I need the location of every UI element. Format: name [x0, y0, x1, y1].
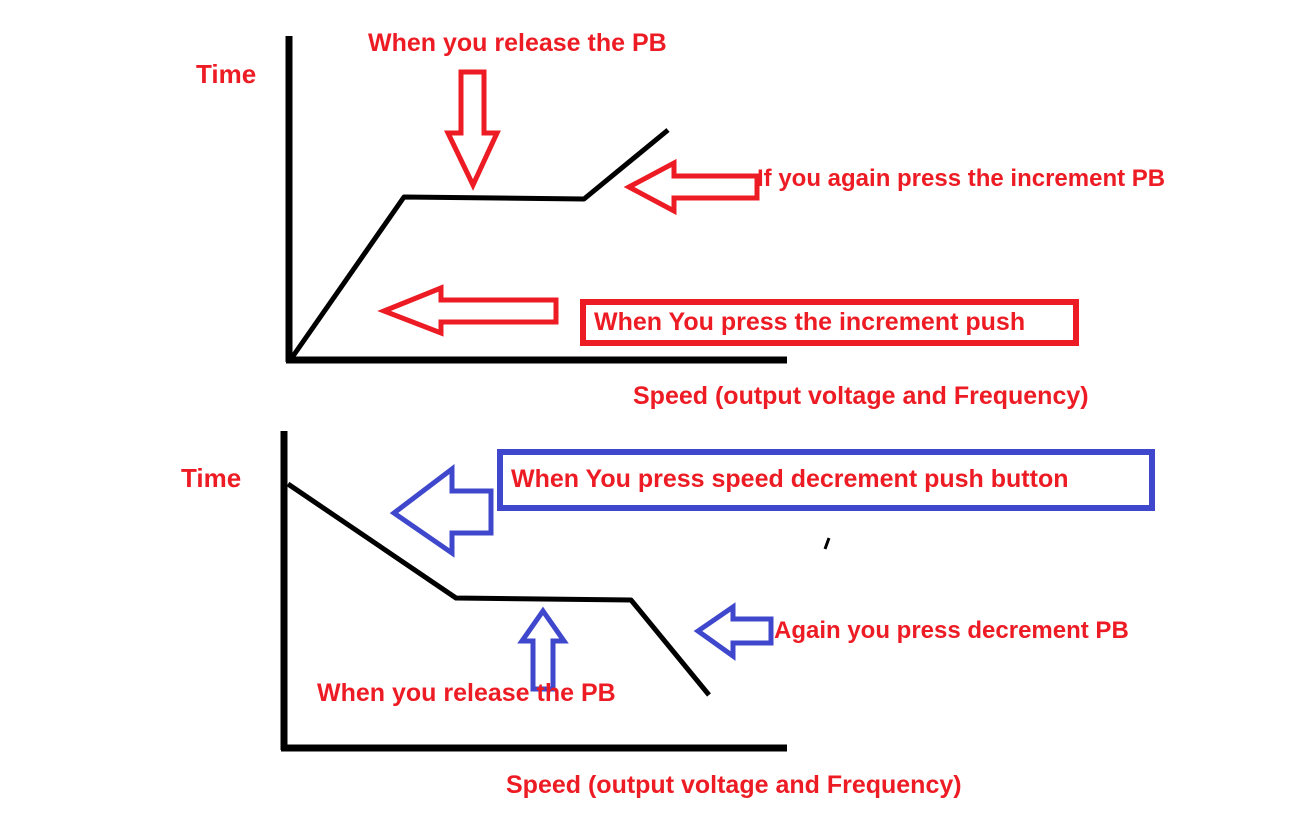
increment-press-left-arrow-icon [377, 284, 559, 337]
release-down-arrow-icon [444, 69, 501, 191]
top-press-annotation: When You press the increment push [594, 307, 1026, 336]
bottom-release-annotation: When you release the PB [317, 679, 616, 707]
decrement-press-left-arrow-icon [389, 463, 494, 558]
stray-mark [823, 537, 831, 550]
decrement-again-left-arrow-icon [693, 602, 774, 661]
top-again-press-annotation: If you again press the increment PB [757, 165, 1166, 192]
release-up-arrow-icon [517, 606, 569, 692]
bottom-y-axis-label: Time [181, 463, 242, 493]
bottom-speed-curve [286, 481, 711, 697]
bottom-press-annotation: When You press speed decrement push butt… [511, 465, 1069, 494]
top-y-axis-label: Time [196, 59, 257, 89]
top-speed-curve [288, 128, 670, 361]
top-press-annotation-box: When You press the increment push [580, 299, 1079, 346]
increment-again-left-arrow-icon [623, 158, 760, 216]
bottom-x-axis-label: Speed (output voltage and Frequency) [506, 771, 962, 799]
bottom-press-annotation-box: When You press speed decrement push butt… [497, 449, 1155, 511]
top-x-axis-label: Speed (output voltage and Frequency) [633, 382, 1089, 410]
bottom-again-press-annotation: Again you press decrement PB [774, 617, 1129, 644]
top-release-annotation: When you release the PB [368, 29, 667, 57]
